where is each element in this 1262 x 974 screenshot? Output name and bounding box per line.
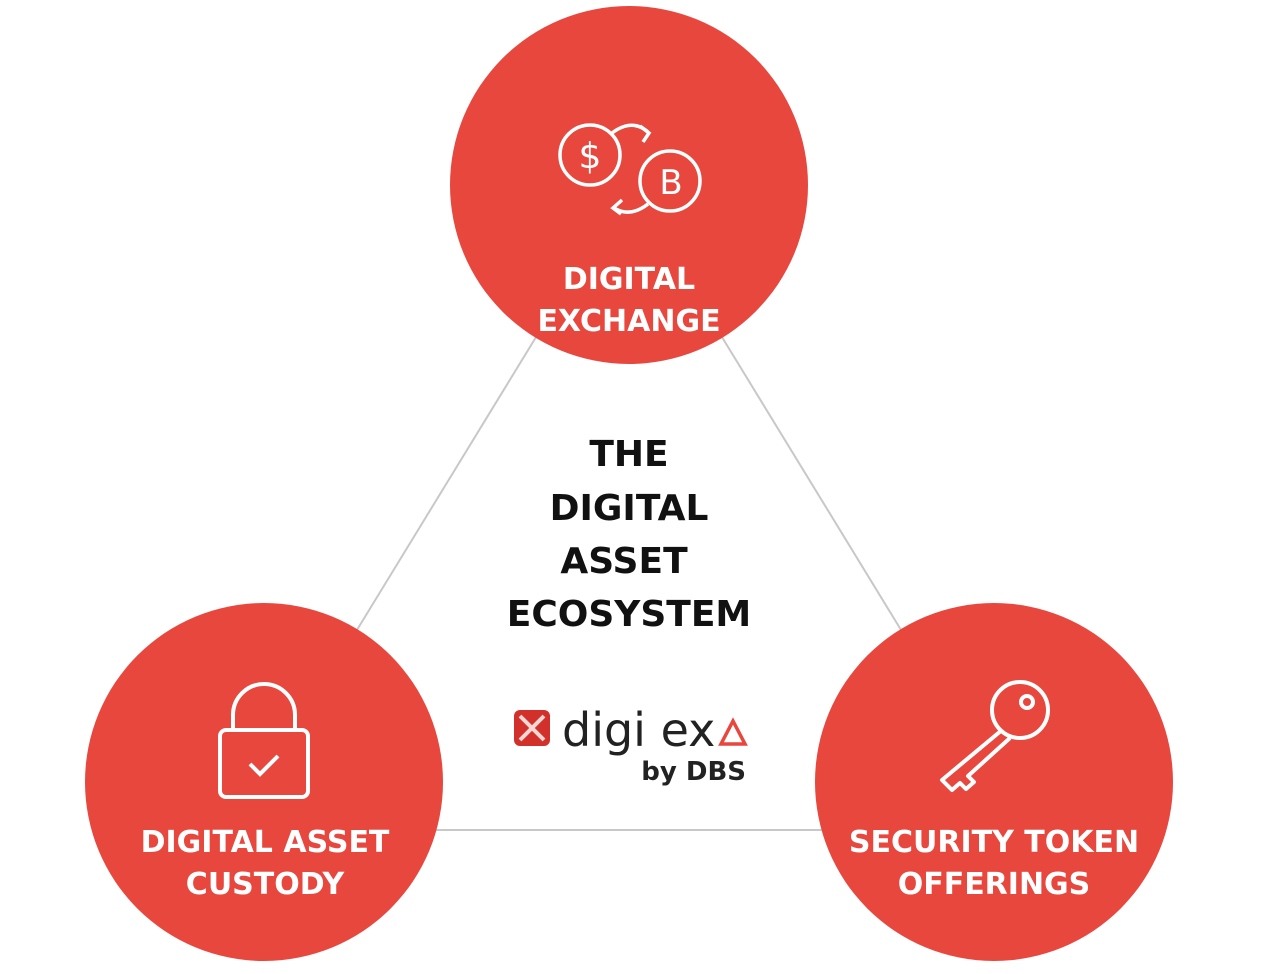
- dbs-logo-icon: [514, 710, 550, 746]
- logo-name: digi ex: [562, 703, 715, 757]
- center-title-line: DIGITAL: [550, 488, 709, 529]
- logo-byline: by DBS: [641, 757, 746, 787]
- node-label-line: DIGITAL ASSET: [141, 825, 390, 860]
- node-label-line: OFFERINGS: [898, 867, 1091, 902]
- center-title-line: ASSET: [560, 541, 688, 582]
- node-security-token-offerings: SECURITY TOKEN OFFERINGS: [815, 603, 1173, 961]
- node-label-line: DIGITAL: [563, 262, 695, 297]
- node-digital-exchange: $ B DIGITAL EXCHANGE: [450, 6, 808, 364]
- currency-exchange-icon: $ B: [558, 123, 702, 216]
- node-label-line: SECURITY TOKEN: [849, 825, 1139, 860]
- node-digital-asset-custody: DIGITAL ASSET CUSTODY: [85, 603, 443, 961]
- digiexa-logo: digi ex by DBS: [514, 703, 748, 787]
- logo-delta-icon: [718, 717, 748, 746]
- node-label-line: EXCHANGE: [537, 304, 720, 339]
- svg-text:$: $: [579, 136, 602, 177]
- padlock-check-icon: [218, 682, 310, 799]
- key-icon: [940, 680, 1050, 792]
- svg-text:B: B: [659, 163, 682, 203]
- center-title-line: THE: [589, 434, 668, 475]
- center-title-line: ECOSYSTEM: [507, 594, 752, 635]
- center-title: THE DIGITAL ASSET ECOSYSTEM: [507, 434, 752, 635]
- node-label-line: CUSTODY: [186, 867, 346, 902]
